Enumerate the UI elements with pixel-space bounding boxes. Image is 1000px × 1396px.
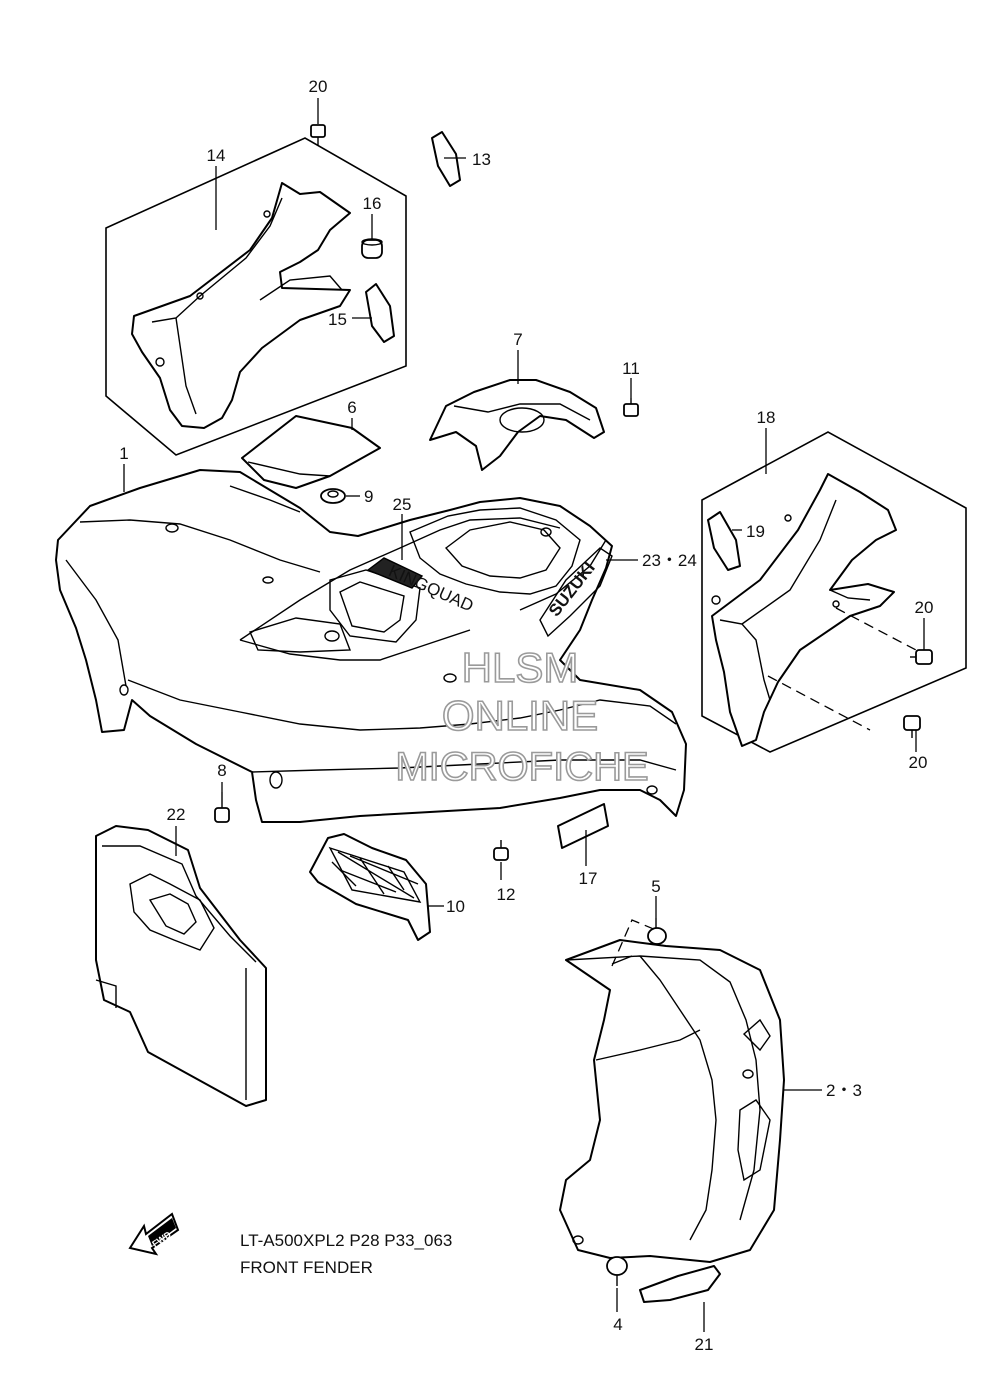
part-1-front-fender[interactable] — [55, 469, 687, 823]
leader-lines — [123, 98, 925, 1332]
callout-16: 15 — [328, 310, 347, 329]
part-7-headlight-cover[interactable] — [429, 379, 605, 471]
watermark-line-1: HLSM — [462, 644, 579, 691]
callout-labels: 20 14 13 16 15 7 11 6 18 1 9 25 19 23・24… — [119, 77, 933, 1354]
part-2-3-splash-guard[interactable] — [559, 939, 785, 1263]
callout-10: 10 — [446, 897, 465, 916]
part-16-pad[interactable] — [365, 283, 395, 343]
part-15-inner-panel[interactable] — [131, 182, 351, 429]
caption-title: FRONT FENDER — [240, 1258, 373, 1277]
part-5-screw[interactable] — [647, 918, 667, 945]
callout-13: 17 — [579, 869, 598, 888]
callout-20-right: 20 — [915, 598, 934, 617]
callout-21: 21 — [695, 1335, 714, 1354]
callout-5: 5 — [651, 877, 660, 896]
part-20-bolt-top[interactable] — [310, 124, 326, 146]
callout-12: 11 — [622, 359, 640, 378]
callout-18: 18 — [757, 408, 776, 427]
callout-7: 7 — [513, 330, 522, 349]
fwd-arrow: FWD — [128, 1212, 180, 1256]
callout-17: 16 — [363, 194, 382, 213]
part-13-strip[interactable] — [557, 803, 609, 849]
callout-19: 19 — [746, 522, 765, 541]
callout-2-3: 2・3 — [826, 1081, 862, 1100]
part-11-bolt[interactable] — [493, 840, 509, 861]
callout-11: 12 — [497, 885, 516, 904]
kit-box-18 — [701, 431, 967, 753]
callout-25: 25 — [393, 495, 412, 514]
callout-22: 22 — [167, 805, 186, 824]
callout-8: 8 — [217, 761, 226, 780]
callout-14: 13 — [472, 150, 491, 169]
part-8-bolt[interactable] — [214, 792, 230, 823]
part-19-pad[interactable] — [707, 511, 741, 571]
part-14-pad[interactable] — [431, 131, 461, 187]
callout-9: 9 — [364, 487, 373, 506]
part-9-grommet[interactable] — [320, 488, 346, 504]
callout-20-lower: 20 — [909, 753, 928, 772]
kit-box-15 — [105, 137, 407, 456]
callout-23-24: 23・24 — [642, 551, 697, 570]
part-20-bolt-right-upper[interactable] — [910, 649, 933, 665]
part-20-bolt-right-lower[interactable] — [903, 715, 921, 738]
part-22-mud-guard[interactable] — [95, 825, 267, 1107]
callout-6: 6 — [347, 398, 356, 417]
caption-model-line: LT-A500XPL2 P28 P33_063 — [240, 1231, 452, 1250]
part-12-bolt[interactable] — [623, 398, 639, 417]
part-21-trim[interactable] — [639, 1265, 721, 1303]
watermark-line-3: MICROFICHE — [395, 745, 648, 789]
callout-15: 14 — [207, 146, 226, 165]
part-18-inner-panel[interactable] — [711, 473, 897, 747]
callout-20-top: 20 — [309, 77, 328, 96]
watermark-line-2: ONLINE — [442, 692, 598, 739]
part-17-grommet[interactable] — [361, 239, 383, 259]
callout-4: 4 — [613, 1315, 622, 1334]
part-6-cover[interactable] — [241, 415, 381, 489]
part-4-screw[interactable] — [606, 1256, 628, 1286]
part-10-grille[interactable] — [309, 833, 431, 941]
callout-1: 1 — [119, 444, 128, 463]
watermark: HLSM ONLINE MICROFICHE — [395, 643, 650, 790]
